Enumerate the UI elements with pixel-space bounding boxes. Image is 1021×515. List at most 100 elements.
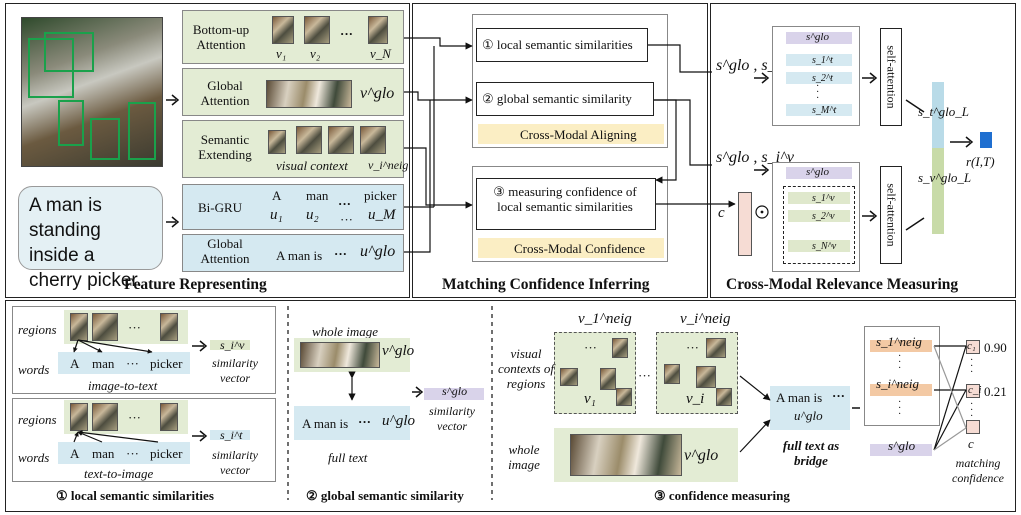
context-thumb [612, 338, 628, 358]
region-box [90, 118, 120, 160]
v1-label: v₁ [276, 46, 287, 61]
dots: ··· [128, 410, 141, 425]
whole-image-label: whole image [312, 324, 379, 339]
r-label: r(I,T) [966, 154, 995, 169]
vdots: ··· [898, 397, 902, 420]
sNv-label: s_N^v [812, 241, 837, 252]
words-strip [58, 352, 190, 374]
u-glo-bridge: u^glo [794, 408, 823, 423]
st-glo-label: s_t^glo_L [918, 104, 969, 119]
u1-label: u₁ [270, 207, 283, 223]
v-glo-bottom: v^glo [382, 343, 415, 359]
word-a: A [70, 356, 80, 371]
text-fused-vector [932, 82, 944, 148]
c-final-box [966, 420, 980, 434]
vi-neig-label: v_i^neig [680, 311, 731, 327]
bottom-up-label: Bottom-up Attention [192, 22, 250, 52]
relevance-panel [710, 3, 1016, 298]
context-thumb [696, 366, 716, 388]
s1v-bar [788, 192, 850, 204]
dots: ··· [584, 340, 597, 355]
si-v-bar [210, 340, 250, 350]
a-man-is-bottom: A man is [302, 416, 349, 431]
a-man-is-label: A man is [276, 248, 323, 263]
dots: ··· [686, 340, 699, 355]
si-t-label: s_i^t [220, 428, 243, 442]
sglo-bottom-bar [424, 388, 484, 400]
bridge-box [770, 386, 850, 430]
s1v-label: s_1^v [812, 193, 835, 204]
image-to-text-label: image-to-text [88, 378, 158, 393]
s2t-bar [786, 72, 852, 84]
region-thumb [92, 313, 118, 341]
v-glo-bottom-2: v^glo [684, 447, 719, 464]
text-to-image-box [12, 398, 276, 482]
cap3: ③ confidence measuring [654, 488, 790, 503]
region-box [128, 102, 156, 160]
matching-title: Matching Confidence Inferring [442, 276, 650, 293]
bigru-label: Bi-GRU [198, 200, 243, 215]
matching-panel [412, 3, 708, 298]
context-thumb [716, 388, 732, 406]
sMt-bar [786, 104, 852, 116]
bottom-panel [5, 300, 1016, 512]
regions-label-2: regions [18, 412, 57, 427]
global-image-thumb [266, 80, 352, 108]
full-text-label: full text [328, 450, 368, 465]
sNv-bar [788, 240, 850, 252]
region-box [58, 100, 84, 146]
c-label: c [718, 205, 725, 221]
word-man: man [306, 188, 329, 203]
cap1: ① local semantic similarities [56, 488, 214, 503]
dots: ··· [334, 246, 348, 261]
vi-label-b: v_i [686, 391, 705, 407]
word-picker: picker [150, 446, 183, 461]
dots: ··· [126, 356, 139, 371]
vN-label: v_N [370, 46, 391, 61]
region-thumb [92, 403, 118, 431]
si-neig-label: s_i^neig [876, 376, 920, 391]
global-sim-box [476, 82, 654, 116]
cm-conf-label: Cross-Modal Confidence [514, 241, 646, 256]
feature-title: Feature Representing [124, 276, 267, 293]
val-090: 0.90 [984, 340, 1007, 355]
image-to-text-box [12, 306, 276, 394]
context-thumb [360, 126, 386, 154]
dots: ··· [340, 26, 354, 41]
v1-neig-label: v_1^neig [578, 311, 632, 327]
whole-image2-label: whole image [508, 442, 540, 472]
similarity-vector-1: similarity vector [211, 356, 258, 385]
vdots: ··· [970, 355, 974, 378]
global-attention-label: Global Attention [200, 78, 250, 108]
region-box [44, 32, 94, 72]
region-thumb [368, 16, 388, 44]
regions-label: regions [18, 322, 57, 337]
context-thumb [296, 126, 322, 154]
v2-label: v₂ [310, 46, 321, 61]
visual-contexts-label: visual contexts of regions [498, 346, 554, 391]
context-thumb [268, 130, 286, 154]
u-glo-bottom: u^glo [382, 413, 415, 429]
word-picker: picker [150, 356, 183, 371]
dots: ··· [128, 320, 141, 335]
u-glo-label: u^glo [360, 243, 396, 260]
sglo-bar-3 [870, 444, 932, 456]
words-strip-2 [58, 442, 190, 464]
v-glo-label: v^glo [360, 85, 395, 102]
vdots: ··· [970, 399, 974, 422]
dots: ··· [126, 446, 139, 461]
sglo-bar-3-label: s^glo [888, 438, 916, 453]
context-thumb [560, 368, 578, 386]
vdots: ··· [816, 81, 820, 104]
region-box [28, 38, 74, 98]
score-block [980, 132, 992, 148]
global-attention-text-label: Global Attention [200, 236, 250, 266]
word-a: A [272, 188, 282, 203]
visual-context-label: visual context [276, 158, 348, 173]
visual-fused-vector [932, 148, 944, 234]
s1t-bar [786, 54, 852, 66]
cm-align-bar [478, 124, 664, 144]
sMt-label: s_M^t [812, 105, 837, 116]
context-thumb [328, 126, 354, 154]
